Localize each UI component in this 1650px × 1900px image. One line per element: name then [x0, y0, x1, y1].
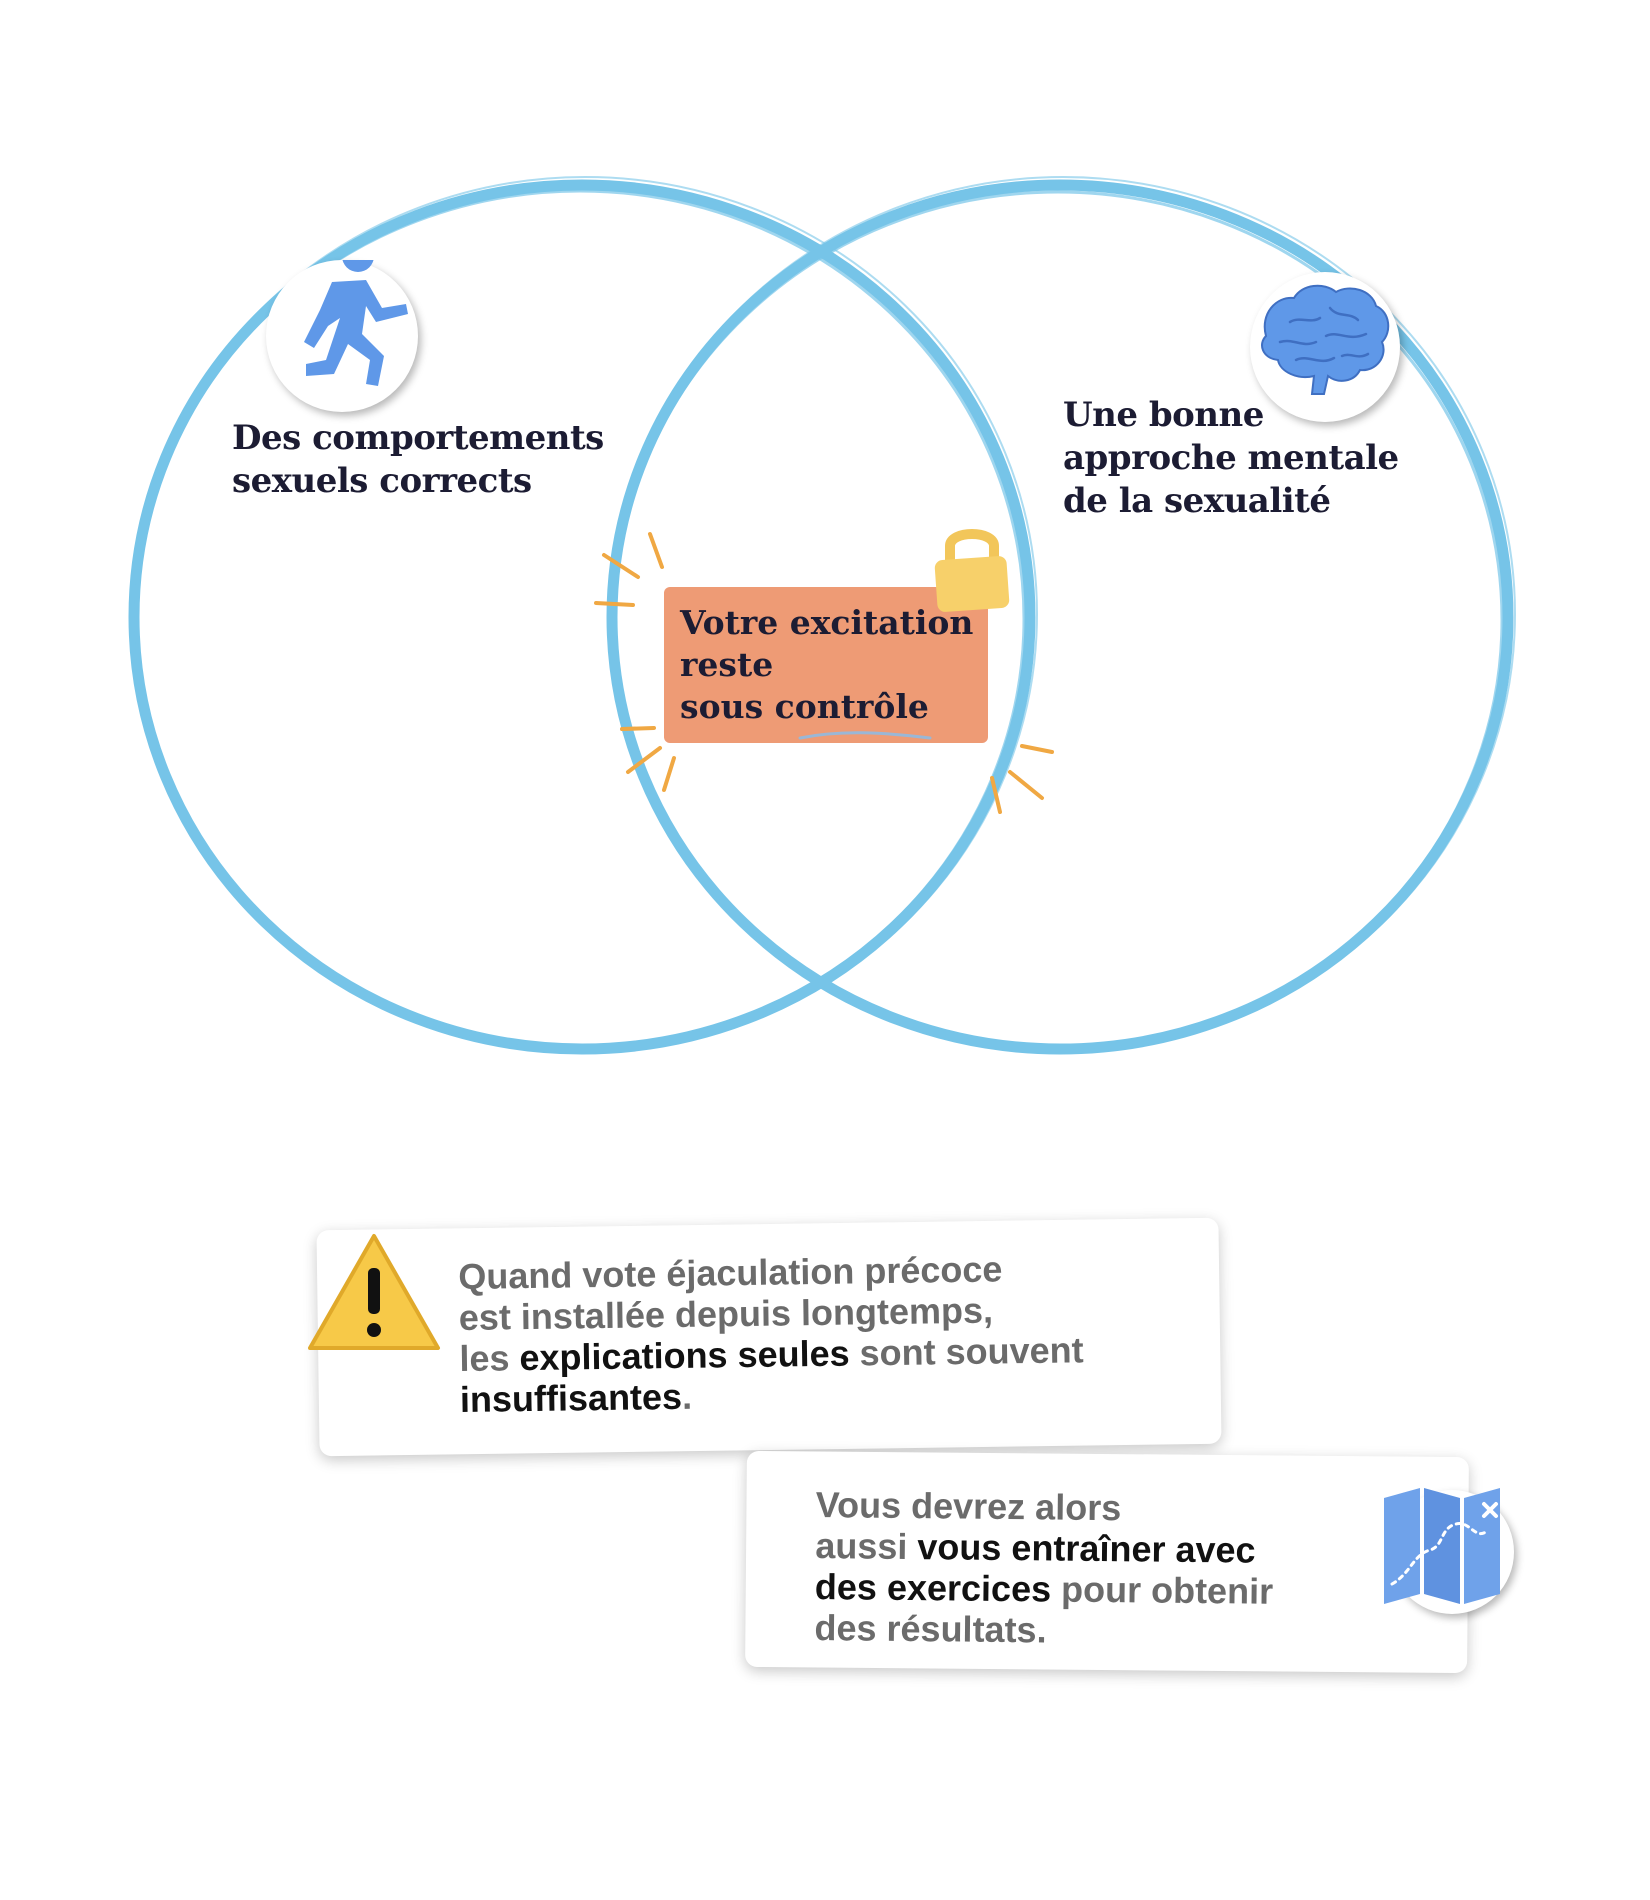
warning-highlight-2: insuffisantes [459, 1375, 683, 1420]
right-label-line2: approche mentale [1063, 438, 1399, 478]
exercise-line1: Vous devrez alors [815, 1484, 1122, 1529]
warning-line4: insuffisantes. [459, 1375, 693, 1420]
exercise-highlight-2: des exercices [814, 1565, 1052, 1610]
intersection-box [664, 587, 988, 743]
left-label-line2: sexuels corrects [232, 461, 532, 501]
exercise-line3: des exercices pour obtenir [814, 1565, 1274, 1612]
intersection-label: Votre excitation reste sous contrôle [680, 602, 973, 728]
map-icon [1384, 1488, 1500, 1604]
exercise-highlight-1: vous entraîner avec [917, 1526, 1256, 1571]
lock-icon [934, 529, 1010, 612]
running-person-icon [304, 240, 408, 386]
warning-icon [308, 1234, 440, 1350]
left-label-line1: Des comportements [232, 418, 604, 458]
right-label-line1: Une bonne [1063, 395, 1264, 435]
brain-badge [1250, 272, 1400, 422]
warning-text: Quand vote éjaculation précoce est insta… [458, 1247, 1084, 1420]
intersection-line1: Votre excitation [680, 603, 974, 642]
exercise-line2: aussi vous entraîner avec [815, 1524, 1256, 1571]
right-label-line3: de la sexualité [1063, 481, 1331, 521]
warning-highlight-1: explications seules [519, 1332, 850, 1379]
intersection-line2: reste [680, 645, 774, 684]
emphasis-rays [594, 532, 1054, 814]
left-circle-label: Des comportements sexuels corrects [232, 417, 604, 503]
exercise-line4: des résultats. [814, 1606, 1047, 1651]
brain-icon [1261, 284, 1390, 395]
intersection-line3: sous contrôle [680, 687, 929, 726]
running-person-badge [266, 240, 418, 412]
exercise-text: Vous devrez alors aussi vous entraîner a… [814, 1484, 1274, 1653]
warning-line3: les explications seules sont souvent [459, 1329, 1084, 1379]
right-circle-label: Une bonne approche mentale de la sexuali… [1063, 394, 1399, 523]
